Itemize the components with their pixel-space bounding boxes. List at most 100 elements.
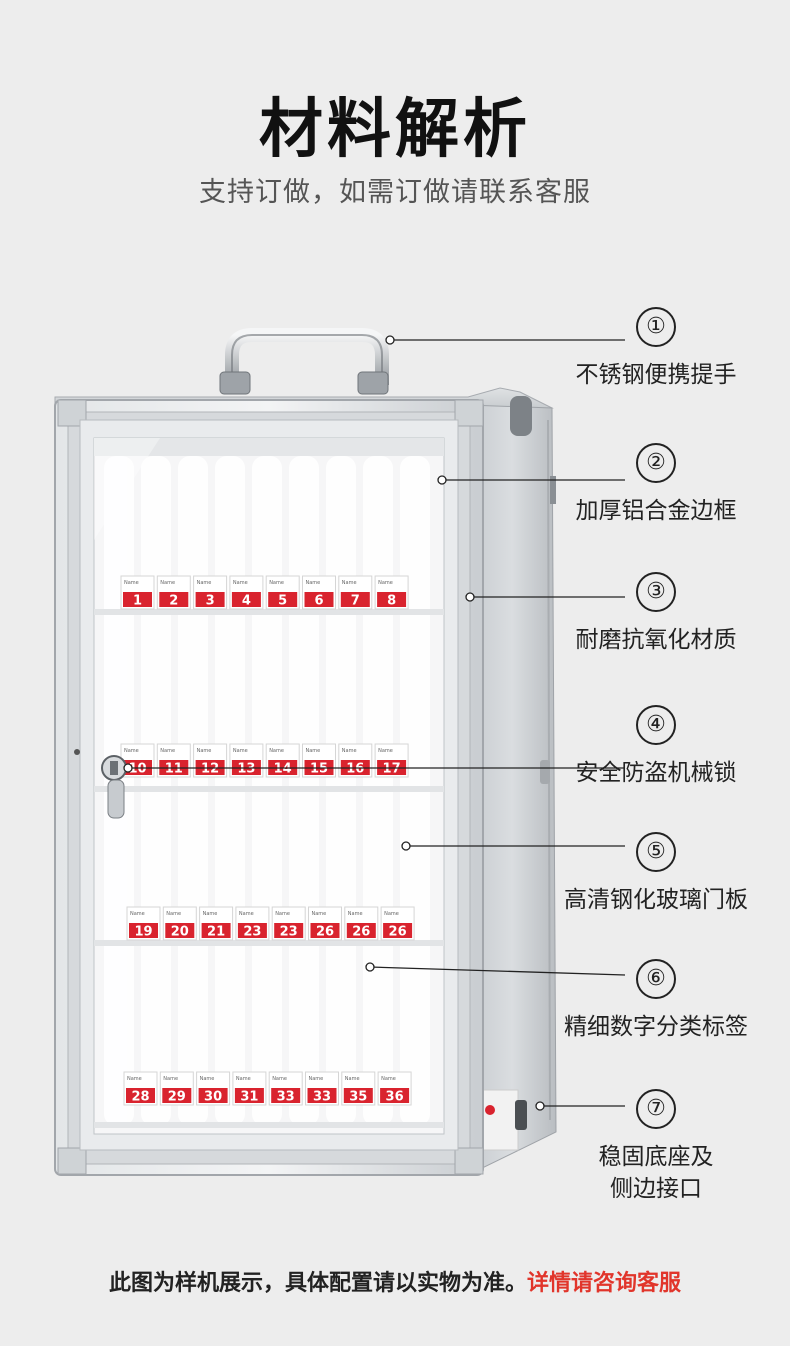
tag-caption: Name	[197, 748, 212, 754]
number-tag: Name 17	[374, 743, 409, 778]
tag-number: 3	[206, 594, 215, 609]
tag-number: 20	[171, 925, 189, 940]
number-tag: Name 23	[271, 906, 306, 941]
number-tag: Name 26	[380, 906, 415, 941]
tag-caption: Name	[160, 748, 175, 754]
tag-caption: Name	[312, 911, 327, 917]
callout-frame: ② 加厚铝合金边框	[541, 443, 771, 527]
tag-number: 8	[387, 594, 396, 609]
number-tag: Name 8	[374, 575, 409, 610]
callout-number: ⑦	[636, 1089, 676, 1129]
tag-number: 1	[133, 594, 142, 609]
tag-caption: Name	[378, 580, 393, 586]
callout-label: 安全防盗机械锁	[575, 760, 737, 786]
tag-number: 10	[128, 762, 146, 777]
tag-caption: Name	[160, 580, 175, 586]
tag-caption: Name	[130, 911, 145, 917]
tag-number: 29	[168, 1090, 186, 1105]
tag-caption: Name	[381, 1076, 396, 1082]
number-tag: Name 21	[199, 906, 234, 941]
callout-base: ⑦ 稳固底座及 侧边接口	[541, 1089, 771, 1205]
tag-caption: Name	[197, 580, 212, 586]
number-tag: Name 35	[341, 1071, 376, 1106]
tag-caption: Name	[378, 748, 393, 754]
page-subtitle: 支持订做，如需订做请联系客服	[199, 177, 591, 208]
tag-number: 35	[349, 1090, 367, 1105]
footer-text: 此图为样机展示，具体配置请以实物为准。	[108, 1271, 527, 1296]
tag-caption: Name	[203, 911, 218, 917]
callout-glass: ⑤ 高清钢化玻璃门板	[541, 832, 771, 916]
tag-number: 23	[280, 925, 298, 940]
tag-caption: Name	[306, 748, 321, 754]
tag-number: 13	[237, 762, 255, 777]
lock-icon	[101, 755, 127, 819]
tag-caption: Name	[233, 580, 248, 586]
tag-number: 23	[243, 925, 261, 940]
tag-caption: Name	[236, 1076, 251, 1082]
tag-caption: Name	[342, 748, 357, 754]
callout-lock: ④ 安全防盗机械锁	[541, 705, 771, 789]
tag-caption: Name	[384, 911, 399, 917]
callout-label: 耐磨抗氧化材质	[575, 627, 737, 653]
number-tag: Name 26	[308, 906, 342, 941]
number-tag: Name 23	[235, 906, 270, 941]
tag-caption: Name	[200, 1076, 215, 1082]
tag-caption: Name	[306, 580, 321, 586]
callout-number: ④	[636, 705, 676, 745]
tag-caption: Name	[124, 580, 139, 586]
tag-caption: Name	[345, 1076, 360, 1082]
tag-caption: Name	[275, 911, 290, 917]
tag-number: 28	[131, 1090, 149, 1105]
page-title: 材料解析	[259, 93, 531, 167]
tag-caption: Name	[342, 580, 357, 586]
number-tag: Name 6	[302, 575, 336, 610]
tag-caption: Name	[269, 748, 284, 754]
tag-number: 33	[313, 1090, 331, 1105]
tag-number: 21	[207, 925, 225, 940]
tag-number: 15	[310, 762, 328, 777]
tag-number: 17	[383, 762, 401, 777]
number-tag: Name 1	[120, 575, 155, 610]
tag-number: 31	[240, 1090, 258, 1105]
tag-caption: Name	[127, 1076, 142, 1082]
number-tag: Name 3	[193, 575, 228, 610]
tag-number: 6	[314, 594, 323, 609]
callout-material: ③ 耐磨抗氧化材质	[541, 572, 771, 656]
tag-caption: Name	[239, 911, 254, 917]
tag-number: 26	[316, 925, 334, 940]
number-tag: Name 19	[126, 906, 161, 941]
contact-service-link[interactable]: 详情请咨询客服	[527, 1271, 682, 1296]
callout-tags: ⑥ 精细数字分类标签	[541, 959, 771, 1043]
callout-label: 稳固底座及 侧边接口	[598, 1144, 714, 1202]
callout-number: ③	[636, 572, 676, 612]
tag-number: 12	[201, 762, 219, 777]
tag-number: 4	[242, 594, 251, 609]
tag-number: 19	[134, 925, 152, 940]
tag-number: 26	[389, 925, 407, 940]
callout-handle: ① 不锈钢便携提手	[541, 307, 771, 391]
tag-caption: Name	[348, 911, 363, 917]
tag-caption: Name	[309, 1076, 324, 1082]
tag-number: 11	[165, 762, 183, 777]
callout-label: 不锈钢便携提手	[575, 362, 737, 388]
callout-number: ⑥	[636, 959, 676, 999]
callout-label: 高清钢化玻璃门板	[564, 887, 748, 913]
tag-number: 30	[204, 1090, 222, 1105]
tag-number: 36	[386, 1090, 404, 1105]
number-tag: Name 36	[377, 1071, 412, 1106]
callout-number: ①	[636, 307, 676, 347]
callout-number: ⑤	[636, 832, 676, 872]
number-tag: Name 4	[229, 575, 264, 610]
number-tag: Name 28	[123, 1071, 158, 1106]
callout-label: 加厚铝合金边框	[575, 498, 737, 524]
callout-number: ②	[636, 443, 676, 483]
